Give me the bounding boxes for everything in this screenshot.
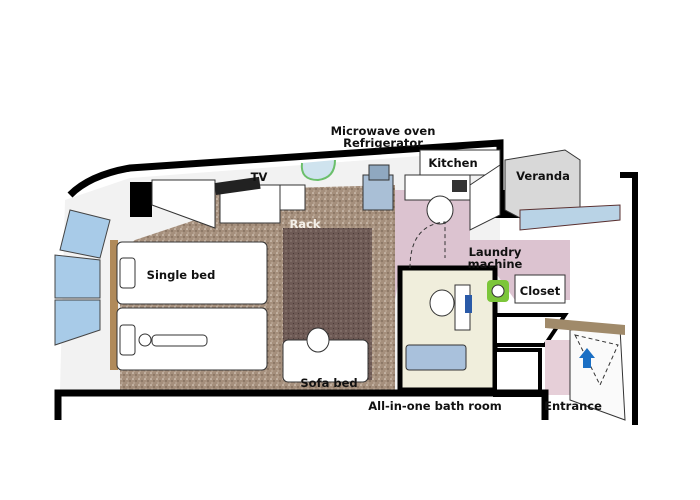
cabinet bbox=[151, 179, 216, 229]
label-closet: Closet bbox=[520, 284, 561, 298]
bathroom bbox=[397, 265, 498, 393]
outer-wall-top bbox=[67, 139, 504, 210]
stove-icon bbox=[452, 180, 467, 192]
label-bathroom: All-in-one bath room bbox=[368, 399, 502, 413]
outer-wall-right bbox=[620, 172, 638, 425]
kitchen-side-wall bbox=[469, 164, 501, 231]
label-laundry-2: machine bbox=[468, 257, 523, 271]
label-sofa-bed: Sofa bed bbox=[300, 376, 357, 390]
label-tv: TV bbox=[251, 170, 268, 184]
entrance-shelf bbox=[545, 318, 625, 335]
sink-icon bbox=[426, 195, 454, 225]
left-window bbox=[59, 209, 111, 259]
wall-block bbox=[130, 182, 152, 217]
closet bbox=[514, 274, 566, 304]
label-microwave: Microwave oven bbox=[331, 124, 436, 138]
door-swing bbox=[409, 221, 446, 269]
bathtub bbox=[405, 344, 467, 371]
left-window bbox=[54, 299, 101, 346]
corridor-wall bbox=[493, 348, 542, 397]
bath-mirror bbox=[465, 295, 472, 313]
tv-icon bbox=[214, 176, 261, 196]
label-kitchen: Kitchen bbox=[428, 156, 477, 170]
window-top bbox=[300, 159, 336, 182]
door-swing bbox=[574, 334, 619, 387]
person-icon bbox=[138, 333, 208, 347]
single-bed-1 bbox=[116, 241, 268, 305]
label-rack: Rack bbox=[289, 217, 320, 231]
pillow bbox=[119, 324, 136, 356]
label-entrance: Entrance bbox=[544, 399, 602, 413]
label-laundry-1: Laundry bbox=[469, 245, 522, 259]
veranda-window bbox=[519, 204, 621, 231]
label-veranda: Veranda bbox=[516, 169, 570, 183]
kitchen-box bbox=[419, 149, 501, 176]
refrigerator-icon bbox=[362, 174, 394, 211]
headboard bbox=[110, 240, 118, 370]
person-seated-icon bbox=[306, 327, 330, 353]
entrance-floor bbox=[545, 340, 570, 395]
label-single-bed: Single bed bbox=[147, 268, 216, 282]
outer-wall-bottom bbox=[54, 389, 549, 420]
chair bbox=[279, 184, 306, 211]
pillow bbox=[119, 257, 136, 289]
left-window bbox=[54, 254, 101, 299]
laundry-door bbox=[491, 284, 505, 298]
toilet-icon bbox=[429, 289, 455, 317]
label-refrigerator: Refrigerator bbox=[343, 136, 423, 150]
entrance-arrow-icon bbox=[579, 348, 595, 368]
microwave-icon bbox=[368, 164, 390, 181]
